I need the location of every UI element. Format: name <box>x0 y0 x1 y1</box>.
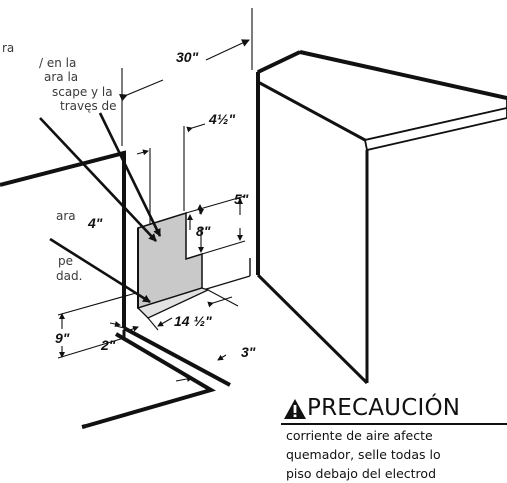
note-line: ra <box>2 41 15 55</box>
note-line: ara la <box>44 70 79 84</box>
note-line: dad. <box>56 268 83 283</box>
note-line: scape y la <box>52 84 113 99</box>
dimension-label-9in: 9" <box>55 330 70 346</box>
dimension-label-14-half-in: 14 ½" <box>174 313 212 329</box>
dimension-label-4-half-in: 4½" <box>208 111 235 127</box>
note-line: / en la <box>39 55 77 70</box>
note-line: travęs de <box>60 99 117 113</box>
instruction-text-low: pe dad. <box>56 254 82 283</box>
dimension-label-4in: 4" <box>87 215 103 231</box>
note-line: pe <box>58 254 73 268</box>
instruction-text-top: ra / en la ara la scape y la travęs de <box>0 41 117 114</box>
warning-divider <box>281 423 507 425</box>
floor-opening <box>81 332 217 429</box>
dimension-label-5in: 5" <box>234 191 249 207</box>
floor-line-right <box>202 258 251 291</box>
warning-line: piso debajo del electrod <box>286 466 436 481</box>
leader-arrows <box>39 112 162 304</box>
note-line: ara <box>56 209 76 223</box>
installation-diagram: 30" 4½" 5" 4" 8" 9" 14 ½" 2" 3" <box>0 8 507 429</box>
warning-triangle-icon <box>284 399 306 419</box>
dimension-label-8in: 8" <box>196 223 211 239</box>
warning-line: corriente de aire afecte <box>286 428 433 443</box>
dimension-label-2in: 2" <box>100 337 116 353</box>
dimension-label-3in: 3" <box>241 344 256 360</box>
warning-title: PRECAUCIÓN <box>307 395 461 421</box>
warning-text: corriente de aire afecte quemador, selle… <box>286 426 441 483</box>
warning-box: PRECAUCIÓN corriente de aire afecte quem… <box>281 395 507 481</box>
instruction-text-mid: ara <box>56 209 76 224</box>
range-cabinet <box>256 50 507 385</box>
warning-line: quemador, selle todas lo <box>286 447 441 462</box>
dimension-label-30in: 30" <box>176 49 199 65</box>
dimension-lines <box>57 8 253 382</box>
